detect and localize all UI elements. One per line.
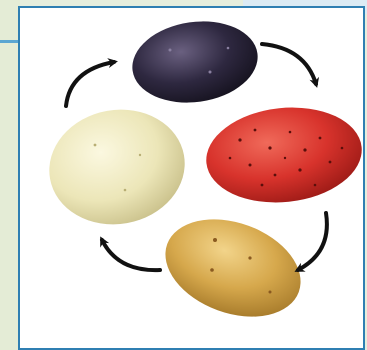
white-potato-icon bbox=[40, 99, 194, 235]
gold-potato-icon bbox=[152, 202, 314, 334]
arrow-red-to-gold-icon bbox=[298, 213, 327, 270]
arrow-gold-to-white-icon bbox=[102, 240, 160, 270]
arrow-white-to-purple-icon bbox=[66, 62, 114, 106]
arrow-purple-to-red-icon bbox=[262, 44, 316, 84]
red-potato-icon bbox=[202, 100, 367, 210]
purple-potato-icon bbox=[127, 14, 263, 111]
